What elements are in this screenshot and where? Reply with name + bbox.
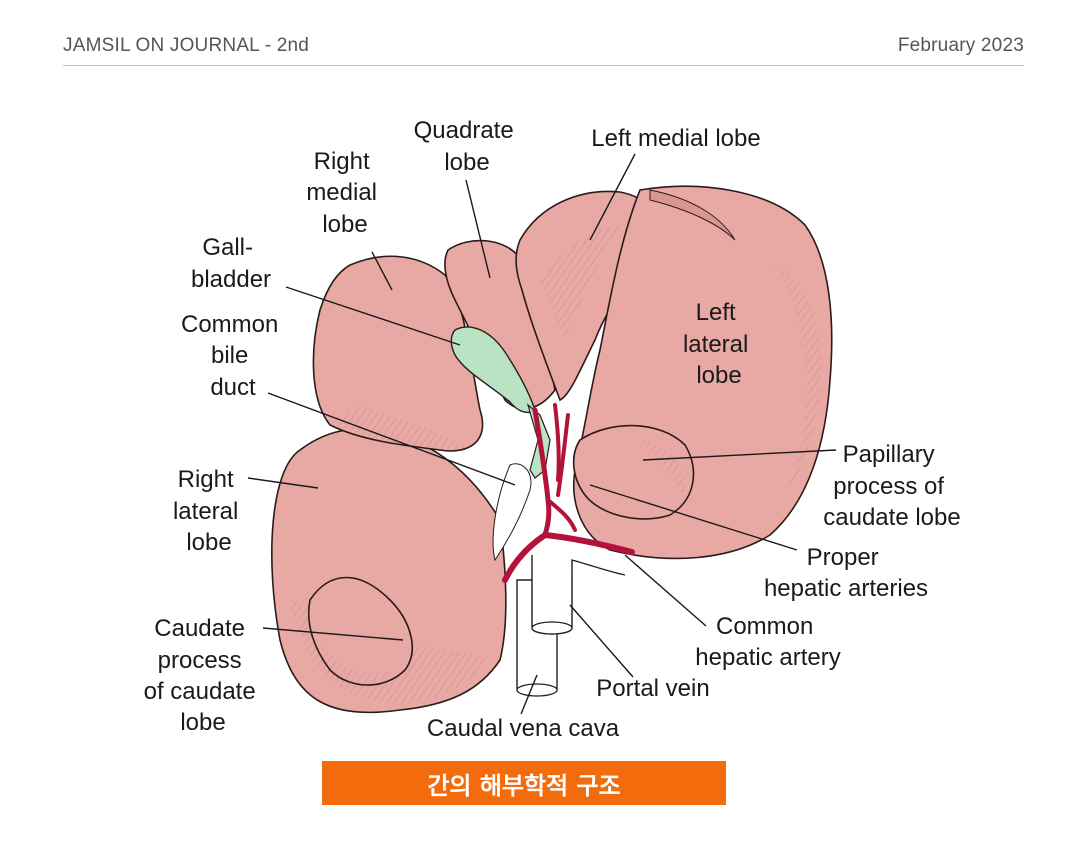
issue-date: February 2023	[897, 35, 1024, 56]
label-caudal-vena-cava: Caudal vena cava	[427, 715, 620, 742]
label-right-medial-lobe: Right medial lobe	[306, 148, 383, 238]
left-medial-lobe-shape	[515, 190, 657, 402]
label-papillary-process: Papillary process of caudate lobe	[823, 441, 960, 531]
label-gallbladder: Gall- bladder	[191, 234, 271, 293]
label-portal-vein: Portal vein	[596, 675, 709, 702]
right-medial-lobe-shape	[312, 255, 484, 452]
figure-caption: 간의 해부학적 구조	[322, 761, 726, 805]
label-common-bile-duct: Common bile duct	[181, 311, 285, 401]
journal-title: JAMSIL ON JOURNAL - 2nd	[63, 35, 310, 56]
label-right-lateral-lobe: Right lateral lobe	[173, 466, 245, 556]
label-caudate-process: Caudate process of caudate lobe	[144, 615, 263, 736]
label-quadrate-lobe: Quadrate lobe	[414, 117, 521, 176]
label-left-lateral-lobe: Left lateral lobe	[683, 299, 755, 389]
header-divider	[63, 65, 1024, 66]
papillary-process-shape	[572, 424, 695, 520]
leader-lines	[247, 153, 837, 715]
label-proper-hepatic-arteries: Proper hepatic arteries	[764, 544, 928, 602]
label-left-medial-lobe: Left medial lobe	[591, 125, 760, 152]
label-common-hepatic-artery: Common hepatic artery	[695, 613, 840, 671]
hepatic-arteries	[502, 403, 635, 583]
gallbladder-shape	[450, 326, 536, 414]
